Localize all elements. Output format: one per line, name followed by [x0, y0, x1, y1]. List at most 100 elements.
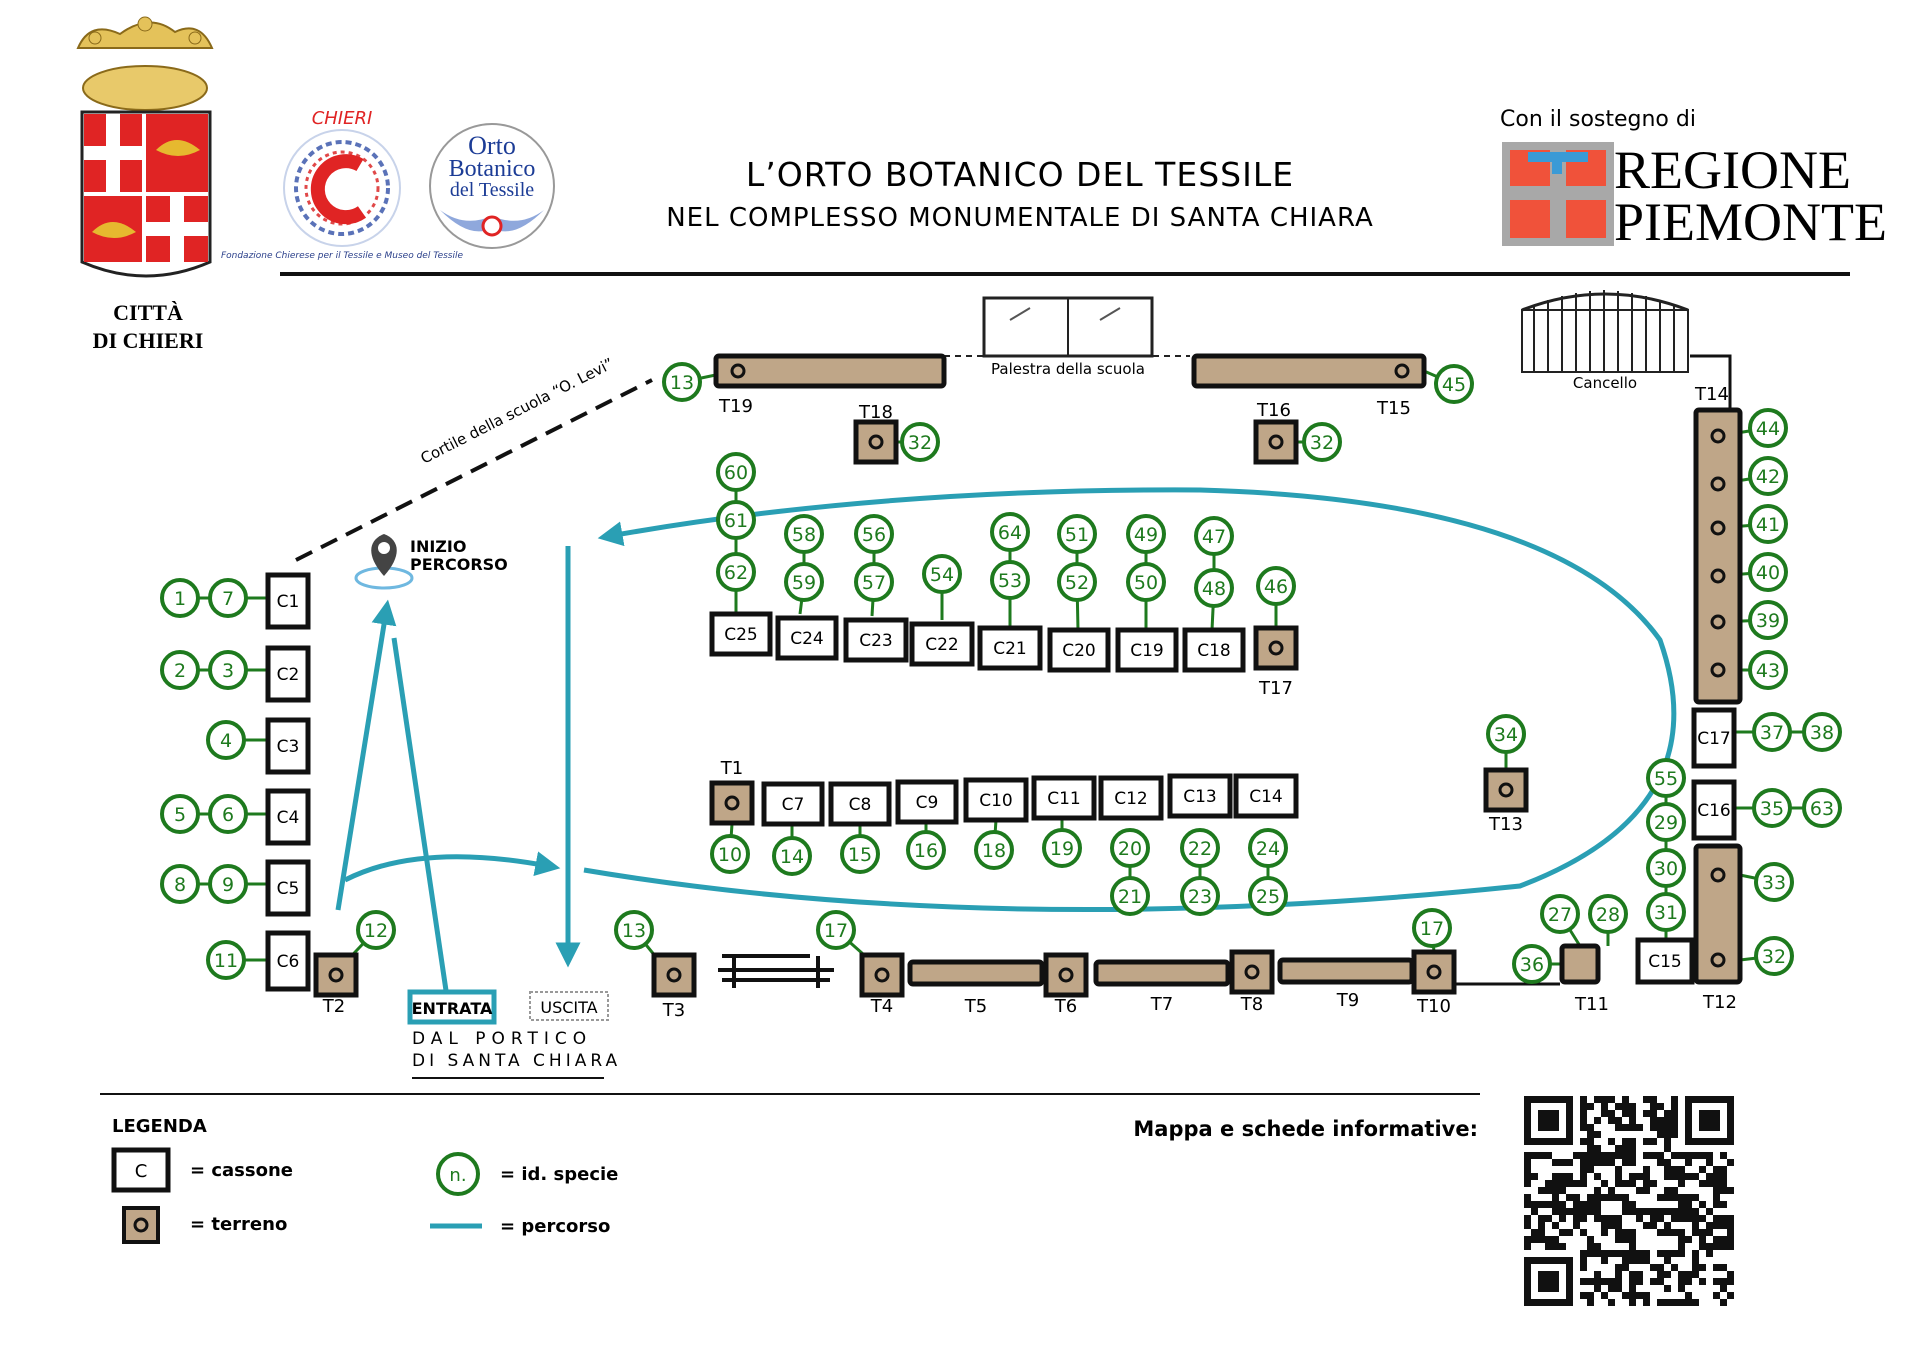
qr-module [1601, 1278, 1608, 1285]
qr-module [1678, 1166, 1685, 1173]
qr-module [1636, 1208, 1643, 1215]
qr-module [1531, 1236, 1538, 1243]
qr-module [1685, 1215, 1692, 1222]
terreno-box [1253, 419, 1299, 465]
qr-code-icon[interactable] [1524, 1096, 1734, 1306]
qr-module [1713, 1278, 1720, 1285]
qr-module [1573, 1215, 1580, 1222]
qr-module [1615, 1117, 1622, 1124]
terreno-dot [1710, 662, 1726, 678]
qr-module [1685, 1236, 1692, 1243]
terreno-dot [1710, 614, 1726, 630]
qr-module [1692, 1173, 1699, 1180]
qr-module [1580, 1264, 1587, 1271]
species-id: 3 [222, 660, 234, 682]
qr-module [1608, 1152, 1615, 1159]
qr-module [1706, 1243, 1713, 1250]
qr-module [1692, 1299, 1699, 1306]
species-marker [816, 910, 856, 950]
qr-module [1587, 1236, 1594, 1243]
cassone-label: C2 [277, 665, 300, 685]
terreno-label: T3 [662, 1000, 685, 1021]
species-id: 2 [174, 660, 186, 682]
qr-module [1545, 1201, 1552, 1208]
cassone-box [1691, 707, 1737, 769]
qr-module [1622, 1201, 1629, 1208]
qr-module [1706, 1208, 1713, 1215]
qr-module [1594, 1145, 1601, 1152]
terreno-box [853, 419, 899, 465]
species-marker [1748, 650, 1788, 690]
species-marker [1180, 876, 1220, 916]
species-marker [1748, 552, 1788, 592]
cassone-label: C7 [782, 795, 805, 815]
qr-module [1636, 1257, 1643, 1264]
species-marker [1434, 364, 1474, 404]
logo2-line2: Botanico [449, 156, 536, 182]
qr-module [1643, 1299, 1650, 1306]
qr-module [1727, 1159, 1734, 1166]
qr-module [1608, 1215, 1615, 1222]
qr-module [1692, 1208, 1699, 1215]
qr-module [1601, 1180, 1608, 1187]
qr-module [1629, 1243, 1636, 1250]
qr-module [1699, 1243, 1706, 1250]
species-marker [1194, 568, 1234, 608]
qr-module [1657, 1250, 1664, 1257]
qr-module [1678, 1271, 1685, 1278]
qr-module [1615, 1222, 1622, 1229]
species-id: 58 [792, 524, 816, 546]
qr-module [1720, 1180, 1727, 1187]
terreno-box [1559, 943, 1601, 985]
legend-cassone-symbol [111, 1147, 171, 1193]
qr-module [1664, 1173, 1671, 1180]
qr-module [1559, 1215, 1566, 1222]
qr-module [1678, 1236, 1685, 1243]
qr-module [1657, 1271, 1664, 1278]
qr-module [1664, 1222, 1671, 1229]
terreno-box [1693, 407, 1743, 705]
qr-module [1664, 1124, 1671, 1131]
qr-module [1671, 1096, 1678, 1103]
qr-module [1720, 1215, 1727, 1222]
qr-module [1545, 1187, 1552, 1194]
qr-module [1720, 1222, 1727, 1229]
species-marker [1646, 848, 1686, 888]
qr-module [1538, 1222, 1545, 1229]
qr-module [1629, 1117, 1636, 1124]
qr-module [1608, 1096, 1615, 1103]
species-marker [854, 514, 894, 554]
qr-module [1559, 1173, 1566, 1180]
qr-module [1692, 1271, 1699, 1278]
qr-module [1580, 1166, 1587, 1173]
species-id: 11 [214, 950, 238, 972]
qr-module [1664, 1166, 1671, 1173]
species-marker [356, 910, 396, 950]
qr-module [1615, 1271, 1622, 1278]
qr-module [1629, 1103, 1636, 1110]
species-marker [208, 578, 248, 618]
qr-module [1678, 1194, 1685, 1201]
qr-module [1671, 1250, 1678, 1257]
qr-module [1580, 1180, 1587, 1187]
entrata-box [407, 989, 497, 1025]
qr-module [1587, 1152, 1594, 1159]
qr-module [1601, 1110, 1608, 1117]
qr-module [1580, 1124, 1587, 1131]
qr-module [1713, 1180, 1720, 1187]
qr-module [1538, 1187, 1545, 1194]
qr-module [1538, 1229, 1545, 1236]
qr-module [1685, 1194, 1692, 1201]
species-marker [1646, 758, 1686, 798]
legend-specie-label: = id. specie [500, 1164, 618, 1185]
species-id: 5 [174, 804, 186, 826]
qr-module [1538, 1152, 1545, 1159]
qr-module [1636, 1173, 1643, 1180]
species-marker [160, 864, 200, 904]
qr-module [1671, 1103, 1678, 1110]
qr-module [1524, 1159, 1531, 1166]
species-marker [906, 830, 946, 870]
qr-module [1685, 1299, 1692, 1306]
qr-module [1608, 1138, 1615, 1145]
qr-module [1594, 1271, 1601, 1278]
